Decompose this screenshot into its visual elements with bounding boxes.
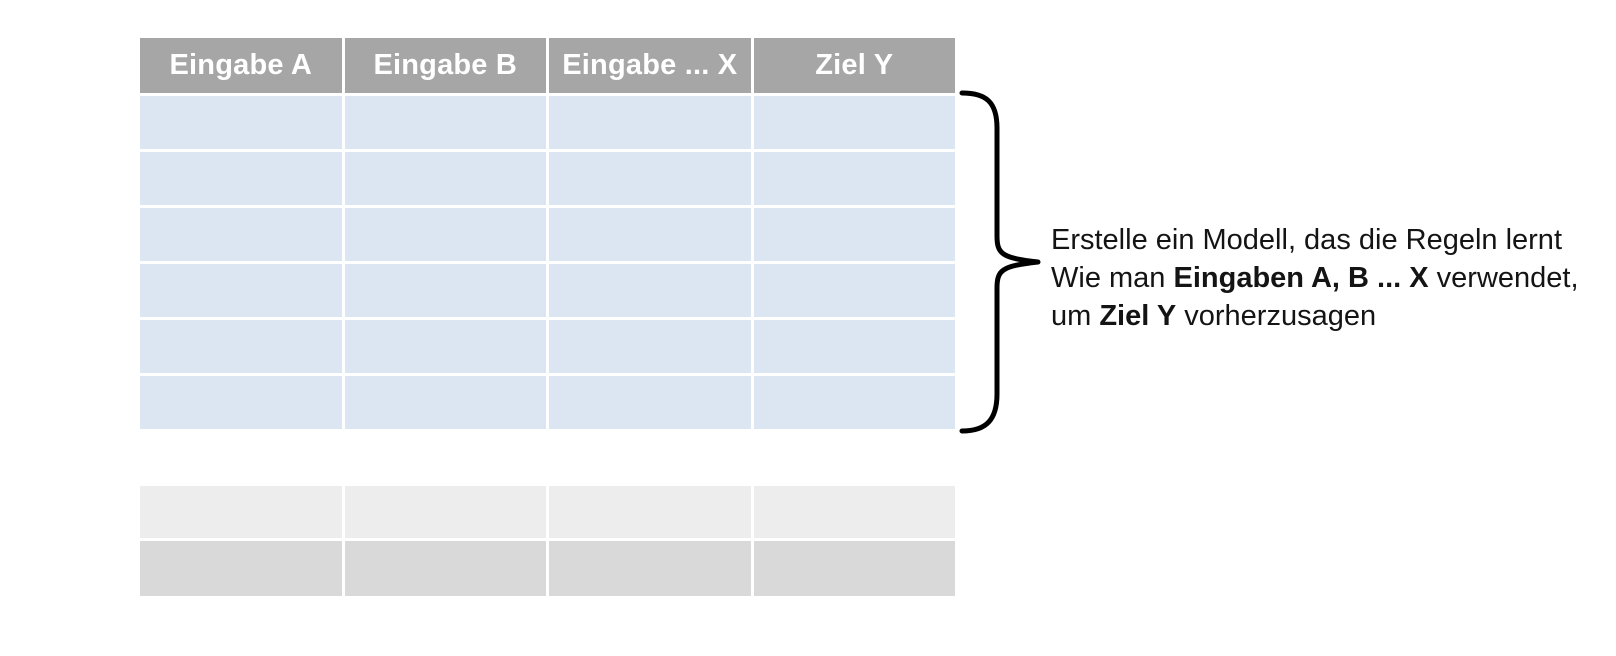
training-cell <box>344 96 546 149</box>
column-header-eingabe-b: Eingabe B <box>344 38 546 93</box>
training-cell <box>549 264 751 317</box>
training-cell <box>344 376 546 429</box>
training-cell <box>549 96 751 149</box>
training-cell <box>344 152 546 205</box>
training-cell <box>753 152 955 205</box>
annotation-line-2: Wie man Eingaben A, B ... X verwendet, <box>1051 259 1611 297</box>
annotation-line-1: Erstelle ein Modell, das die Regeln lern… <box>1051 221 1611 259</box>
training-cell <box>344 264 546 317</box>
curly-brace-icon <box>959 90 1041 434</box>
annotation-line3-bold: Ziel Y <box>1099 300 1177 332</box>
training-cell <box>344 208 546 261</box>
annotation-line2-suffix: verwendet, <box>1428 262 1579 294</box>
test-cell <box>344 486 546 538</box>
test-cell <box>140 541 342 596</box>
training-cell <box>140 152 342 205</box>
test-cell <box>753 541 955 596</box>
column-header-eingabe-x: Eingabe ... X <box>549 38 751 93</box>
annotation-line3-suffix: vorherzusagen <box>1176 300 1377 332</box>
training-cell <box>753 376 955 429</box>
column-header-eingabe-a: Eingabe A <box>140 38 342 93</box>
training-cell <box>140 264 342 317</box>
annotation-line1-text: Erstelle ein Modell, das die Regeln lern… <box>1051 224 1562 256</box>
test-cell <box>344 541 546 596</box>
annotation-line2-bold: Eingaben A, B ... X <box>1173 262 1429 294</box>
training-data-table: Eingabe A Eingabe B Eingabe ... X Ziel Y <box>140 38 955 429</box>
training-cell <box>344 320 546 373</box>
training-cell <box>753 320 955 373</box>
test-cell <box>753 486 955 538</box>
training-cell <box>753 96 955 149</box>
training-cell <box>140 208 342 261</box>
training-cell <box>549 320 751 373</box>
annotation-line3-prefix: um <box>1051 300 1100 332</box>
test-cell <box>549 486 751 538</box>
annotation-line2-prefix: Wie man <box>1051 262 1174 294</box>
annotation-line-3: um Ziel Y vorherzusagen <box>1051 297 1611 335</box>
training-cell <box>140 376 342 429</box>
test-data-table <box>140 486 955 596</box>
test-cell <box>140 486 342 538</box>
training-cell <box>549 208 751 261</box>
annotation-text: Erstelle ein Modell, das die Regeln lern… <box>1051 221 1611 335</box>
test-cell <box>549 541 751 596</box>
training-cell <box>549 152 751 205</box>
training-cell <box>753 264 955 317</box>
training-cell <box>140 96 342 149</box>
training-cell <box>140 320 342 373</box>
training-cell <box>549 376 751 429</box>
training-cell <box>753 208 955 261</box>
column-header-ziel-y: Ziel Y <box>753 38 955 93</box>
